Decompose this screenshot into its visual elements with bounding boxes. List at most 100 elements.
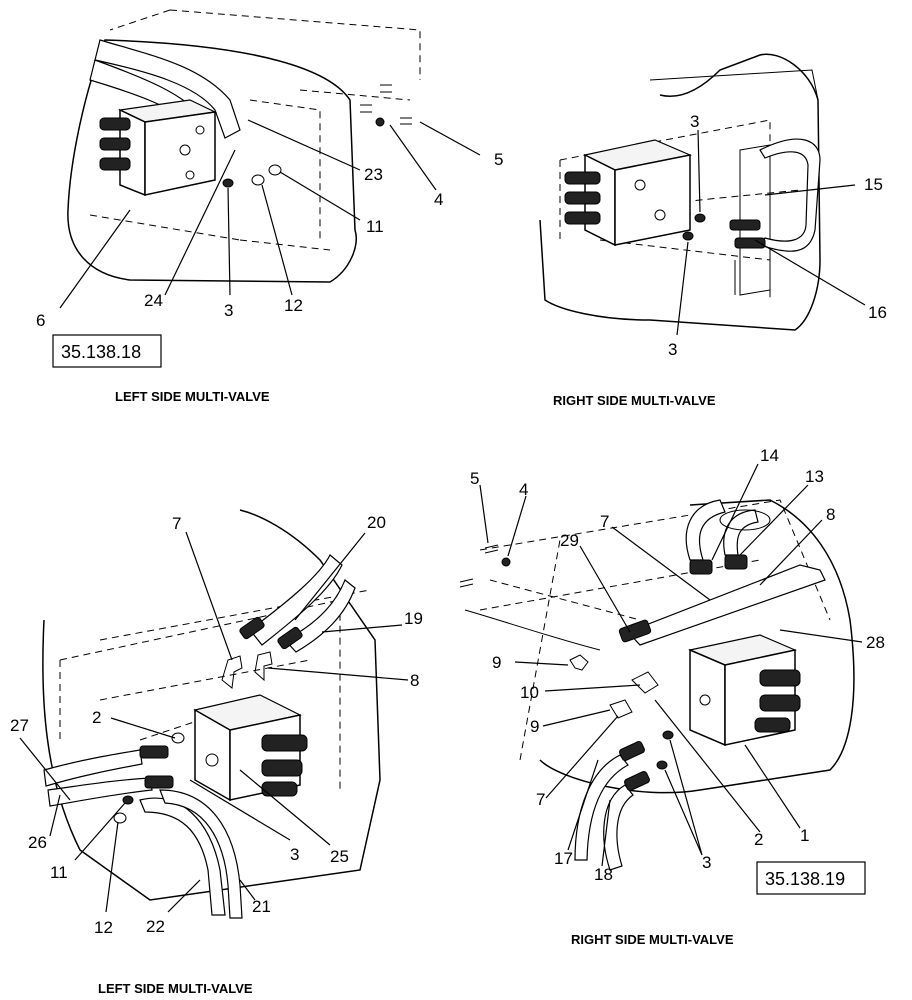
fitting — [277, 626, 303, 650]
filler-cap — [719, 509, 771, 531]
top-left-panel: 23 5 4 11 6 24 3 12 35.138.18 LEFT SIDE … — [36, 9, 503, 404]
valve-block-front — [689, 648, 726, 747]
callout-25: 25 — [330, 847, 349, 866]
hose-20 — [249, 554, 343, 646]
fitting — [619, 740, 645, 762]
fitting-29 — [618, 619, 652, 643]
hose-26-27 — [43, 749, 143, 787]
port — [699, 694, 711, 706]
callout-11: 11 — [50, 863, 68, 882]
elbow-8 — [254, 651, 273, 682]
cover-plate — [464, 609, 601, 651]
hose-21-22b — [159, 789, 243, 919]
port — [179, 144, 191, 156]
fitting-16 — [734, 237, 766, 249]
elbow-10 — [631, 671, 659, 694]
callout-3b: 3 — [668, 340, 677, 359]
caption-bottom-left: LEFT SIDE MULTI-VALVE — [98, 981, 253, 996]
fitting — [689, 559, 713, 575]
callout-26: 26 — [28, 833, 47, 852]
callout-20: 20 — [367, 513, 386, 532]
fitting — [222, 178, 234, 188]
elbow-9b — [609, 699, 633, 719]
leader-lines — [676, 129, 866, 336]
tube-29 — [626, 564, 826, 646]
callout-23: 23 — [364, 165, 383, 184]
spool-knob — [99, 117, 131, 131]
fitting — [724, 554, 748, 570]
spool-knob — [754, 717, 791, 733]
callout-7: 7 — [172, 514, 181, 533]
mounting-frame-dashed — [59, 589, 371, 790]
callout-3: 3 — [290, 845, 299, 864]
hose-17-18 — [574, 754, 629, 861]
callout-13: 13 — [805, 467, 824, 486]
fitting-3 — [656, 760, 668, 770]
elbow-7 — [221, 655, 243, 689]
elbow-9 — [569, 654, 589, 671]
port — [185, 170, 195, 180]
bottom-right-panel: 5 4 14 13 8 7 29 28 9 10 9 7 17 18 3 2 1… — [459, 446, 885, 947]
callout-8: 8 — [826, 505, 835, 524]
callout-22: 22 — [146, 917, 165, 936]
leader-lines — [19, 531, 409, 913]
valve-block-side — [614, 154, 691, 246]
fitting — [139, 745, 169, 759]
port — [195, 125, 205, 135]
callout-19: 19 — [404, 609, 423, 628]
caption-top-right: RIGHT SIDE MULTI-VALVE — [553, 393, 716, 408]
spool-knob — [99, 137, 131, 151]
fitting-3 — [694, 213, 706, 223]
callout-15: 15 — [864, 175, 883, 194]
hose-17-18b — [603, 784, 634, 871]
callout-24: 24 — [144, 291, 163, 310]
hose-pair-upper — [94, 39, 241, 139]
bolt — [400, 117, 412, 125]
valve-block-side — [144, 111, 216, 196]
caption-top-left: LEFT SIDE MULTI-VALVE — [115, 389, 270, 404]
spool-knob — [564, 171, 601, 185]
callout-18: 18 — [594, 865, 613, 884]
callout-1: 1 — [800, 826, 809, 845]
fitting-3 — [682, 231, 694, 241]
spool-knob — [564, 211, 601, 225]
hose-19 — [284, 579, 356, 653]
bolt — [360, 104, 372, 113]
callout-14: 14 — [760, 446, 779, 465]
leader-lines — [479, 463, 863, 867]
callout-21: 21 — [252, 897, 271, 916]
spool-knob — [759, 694, 801, 712]
port — [205, 753, 219, 767]
callout-16: 16 — [868, 303, 887, 322]
callout-27: 27 — [10, 716, 29, 735]
callout-11: 11 — [366, 217, 384, 236]
callout-5: 5 — [494, 150, 503, 169]
spool-knob — [261, 759, 303, 777]
callout-10: 10 — [520, 683, 539, 702]
ref-box: 35.138.19 — [765, 869, 845, 889]
bolt — [459, 578, 474, 588]
fitting — [251, 174, 265, 186]
hose-13-14 — [685, 499, 726, 561]
callout-6: 6 — [36, 311, 45, 330]
callout-9: 9 — [492, 653, 501, 672]
callout-12: 12 — [94, 918, 113, 937]
callout-7b: 7 — [536, 790, 545, 809]
washer-4 — [501, 557, 511, 567]
top-right-panel: 3 15 16 3 RIGHT SIDE MULTI-VALVE — [539, 53, 887, 408]
callout-3: 3 — [224, 301, 233, 320]
fitting — [144, 775, 174, 789]
hose-26-27b — [47, 777, 153, 807]
callout-5: 5 — [470, 469, 479, 488]
callout-9b: 9 — [530, 717, 539, 736]
ref-box-frame — [52, 334, 162, 368]
spool-knob — [261, 734, 308, 752]
spool-knob — [261, 781, 298, 797]
fitting-16 — [729, 219, 761, 231]
washer — [375, 117, 385, 127]
fitting — [268, 164, 282, 176]
spool-knob — [564, 191, 601, 205]
fitting — [624, 770, 650, 792]
callout-4: 4 — [519, 480, 528, 499]
